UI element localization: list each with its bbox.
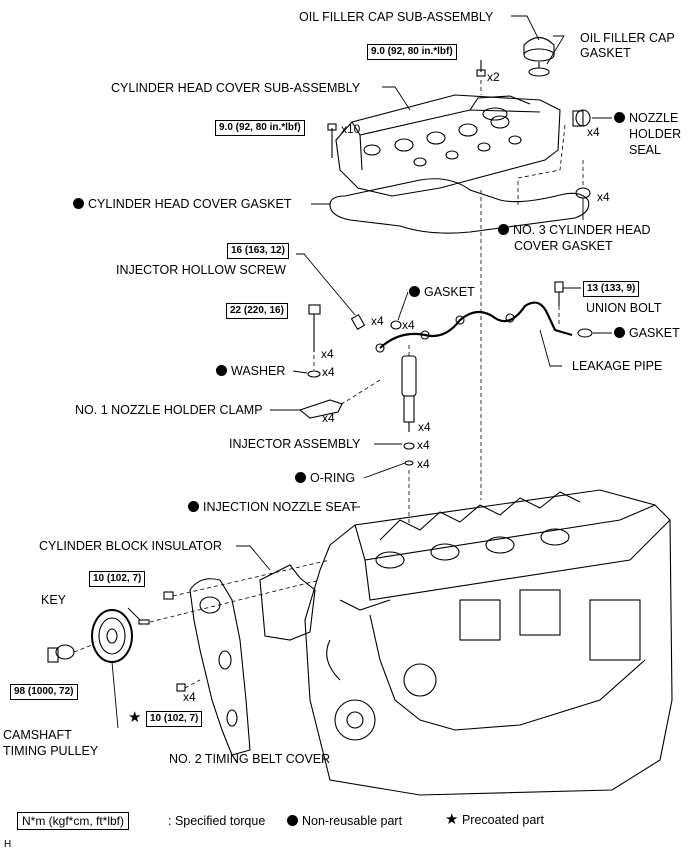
qty-gasket-a: x4: [402, 318, 415, 332]
union-bolt-label: UNION BOLT: [586, 301, 662, 315]
key-label: KEY: [41, 593, 67, 607]
star-cover2-bolt: ★: [128, 709, 142, 726]
nozzle-holder-seal-label-line3: SEAL: [629, 143, 661, 157]
oil-filler-cap-part: [523, 36, 555, 77]
torque-oil-cap-bolt: 9.0 (92, 80 in.*lbf): [367, 44, 457, 60]
no3-gasket-label-line2: COVER GASKET: [514, 239, 613, 253]
legend-unit-text: : Specified torque: [168, 814, 266, 828]
no3-gasket-label-line1: NO. 3 CYLINDER HEAD: [498, 223, 651, 237]
nonreusable-bullet-icon: [498, 224, 509, 235]
engine-block-part: [304, 489, 673, 796]
cylinder-head-cover-gasket-label: CYLINDER HEAD COVER GASKET: [73, 197, 292, 211]
qty-nozzle-seal: x4: [587, 125, 600, 139]
cylinder-head-cover-part: [335, 94, 561, 197]
star-icon: ★: [128, 709, 142, 726]
gasket-a-label: GASKET: [409, 285, 475, 299]
gasket-b-label: GASKET: [614, 326, 680, 340]
injector-part: [401, 355, 417, 466]
cover-gasket-part: [329, 178, 590, 234]
camshaft-pulley-part: [47, 609, 133, 663]
cylinder-head-cover-label: CYLINDER HEAD COVER SUB-ASSEMBLY: [111, 81, 361, 95]
camshaft-pulley-label-line2: TIMING PULLEY: [3, 744, 99, 758]
torque-cover2-bolt: 10 (102, 7): [146, 711, 203, 727]
torque-clamp-bolt: 22 (220, 16): [226, 303, 288, 319]
injector-assembly-label: INJECTOR ASSEMBLY: [229, 437, 361, 451]
no1-nozzle-holder-clamp-label: NO. 1 NOZZLE HOLDER CLAMP: [75, 403, 263, 417]
qty-washer: x4: [322, 365, 335, 379]
corner-code: H: [4, 839, 12, 850]
camshaft-pulley-label-line1: CAMSHAFT: [3, 728, 72, 742]
legend-nonreusable: Non-reusable part: [287, 813, 402, 829]
timing-belt-cover-part: [189, 578, 251, 756]
torque-union-bolt: 13 (133, 9): [583, 281, 640, 297]
torque-hollow-screw: 16 (163, 12): [227, 243, 289, 259]
nonreusable-bullet-icon: [188, 501, 199, 512]
nonreusable-bullet-icon: [73, 198, 84, 209]
nonreusable-bullet-icon: [295, 472, 306, 483]
no3-gasket-part: [575, 187, 591, 199]
oil-filler-cap-gasket-label-line2: GASKET: [580, 46, 631, 60]
qty-clamp: x4: [322, 411, 335, 425]
legend-precoated: ★ Precoated part: [445, 811, 544, 828]
leakage-pipe-label: LEAKAGE PIPE: [572, 359, 663, 373]
qty-cover-bolts: x10: [341, 122, 361, 136]
insulator-part: [259, 564, 316, 641]
leakage-pipe-part: [379, 301, 573, 349]
washer-label: WASHER: [216, 364, 285, 378]
oil-filler-cap-label: OIL FILLER CAP SUB-ASSEMBLY: [299, 10, 494, 24]
torque-cover-bolt: 9.0 (92, 80 in.*lbf): [215, 120, 305, 136]
nonreusable-bullet-icon: [409, 286, 420, 297]
nozzle-holder-seal-part: [572, 109, 591, 127]
oil-filler-cap-gasket-label-line1: OIL FILLER CAP: [580, 31, 675, 45]
o-ring-label: O-RING: [295, 471, 355, 485]
nozzle-holder-seal-label-line2: HOLDER: [629, 127, 682, 141]
star-icon: ★: [445, 811, 459, 828]
nonreusable-bullet-icon: [614, 327, 625, 338]
qty-cover2-bolt: x4: [183, 690, 196, 704]
qty-o-ring: x4: [417, 438, 430, 452]
no2-timing-belt-cover-label: NO. 2 TIMING BELT COVER: [169, 752, 331, 766]
qty-oil-cap-nut: x2: [487, 70, 500, 84]
torque-pulley-bolt: 98 (1000, 72): [10, 684, 78, 700]
qty-injector: x4: [418, 420, 431, 434]
qty-nozzle-seat: x4: [417, 457, 430, 471]
torque-insulator-bolt: 10 (102, 7): [89, 571, 146, 587]
injection-nozzle-seat-label: INJECTION NOZZLE SEAT: [188, 500, 357, 514]
legend-unit-box: N*m (kgf*cm, ft*lbf): [17, 812, 130, 830]
nonreusable-bullet-icon: [287, 815, 298, 826]
qty-hollow-screw: x4: [371, 314, 384, 328]
qty-clamp-bolt: x4: [321, 347, 334, 361]
nozzle-clamp-part: [298, 399, 343, 419]
nonreusable-bullet-icon: [614, 112, 625, 123]
nonreusable-bullet-icon: [216, 365, 227, 376]
cylinder-block-insulator-label: CYLINDER BLOCK INSULATOR: [39, 539, 222, 553]
injector-hollow-screw-label: INJECTOR HOLLOW SCREW: [116, 263, 286, 277]
nozzle-holder-seal-label-line1: NOZZLE: [614, 111, 678, 125]
qty-no3-gasket: x4: [597, 190, 610, 204]
